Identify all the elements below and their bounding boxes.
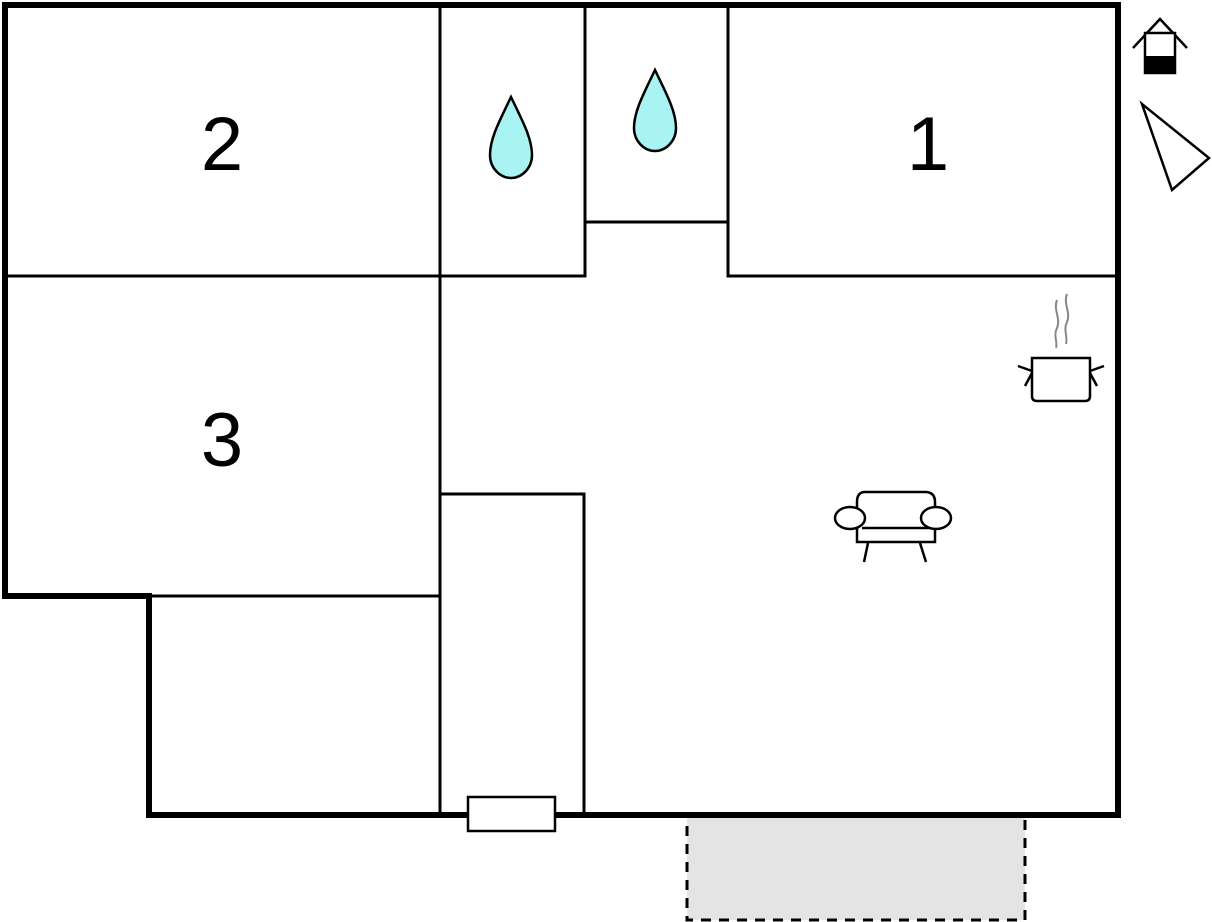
compass-arrow-icon [1139, 100, 1211, 193]
room-2-label: 2 [201, 102, 243, 187]
outer-wall [2, 2, 1121, 818]
armchair-icon [833, 490, 953, 563]
water-drop-icon [632, 67, 678, 153]
water-drop-icon [488, 94, 534, 180]
house-level-icon [1132, 17, 1188, 75]
room-3-label: 3 [201, 398, 243, 483]
room-1-label: 1 [907, 102, 949, 187]
interior-walls [3, 3, 1120, 817]
entrance-mat [466, 795, 557, 833]
terrace-area [685, 814, 1027, 922]
cooking-pot-icon [1017, 293, 1105, 403]
